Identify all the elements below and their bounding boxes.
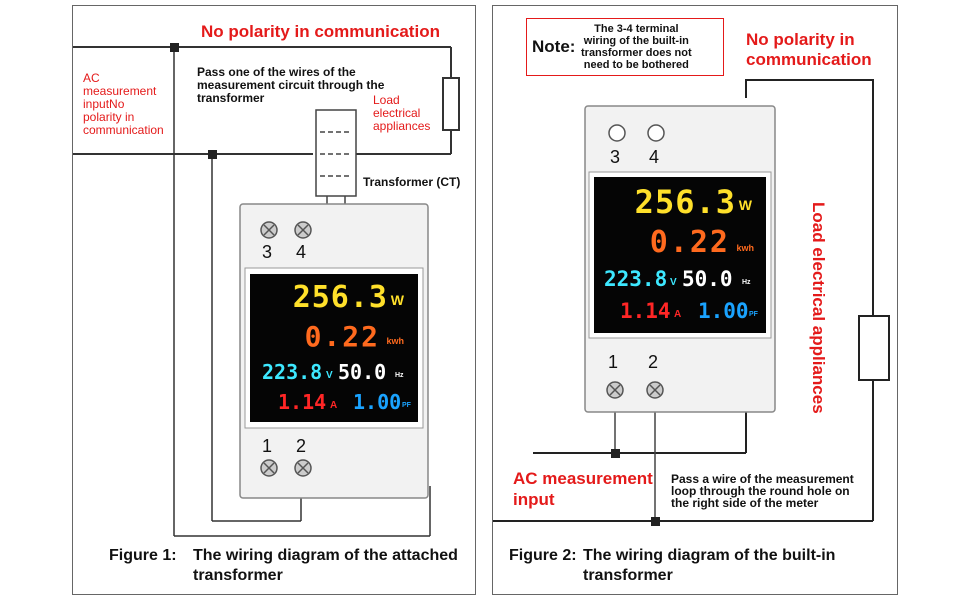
voltage-reading-2: 223.8	[604, 267, 668, 291]
load-label-2: Load electrical appliances	[809, 202, 828, 414]
load-label-1: Load electrical appliances	[373, 93, 431, 133]
figure-2-caption: The wiring diagram of the built-in trans…	[583, 547, 836, 584]
pf-reading-2: 1.00	[698, 299, 749, 323]
terminal-screw-1-fig2	[606, 381, 624, 399]
terminal-hole-3	[608, 124, 626, 142]
figure-1-caption: The wiring diagram of the attached trans…	[193, 547, 458, 584]
note-text: The 3-4 terminal wiring of the built-in …	[581, 23, 692, 71]
figure-2-title: No polarity in communication	[746, 30, 872, 69]
ac-measurement-label-1: AC measurement inputNo polarity in commu…	[83, 71, 164, 137]
meter-display-1: 256.3 W 0.22 kwh 223.8 V 50.0 Hz 1.14 A …	[250, 274, 418, 422]
pf-reading: 1.00	[353, 390, 402, 414]
voltage-unit-2: V	[670, 277, 677, 288]
current-reading: 1.14	[278, 390, 327, 414]
figure-1-caption-prefix: Figure 1:	[109, 547, 177, 564]
frequency-unit: Hz	[395, 372, 404, 379]
terminal-label-2-fig2: 2	[648, 352, 659, 372]
current-unit-2: A	[674, 309, 682, 320]
pass-wire-text-2: Pass a wire of the measurement loop thro…	[671, 472, 854, 510]
transformer-label: Transformer (CT)	[363, 175, 461, 189]
power-unit: W	[390, 292, 404, 308]
ac-measurement-label-2: AC measurement input	[513, 469, 653, 509]
terminal-screw-3	[260, 221, 278, 239]
frequency-unit-2: Hz	[742, 279, 751, 286]
frequency-reading: 50.0	[338, 360, 387, 384]
terminal-screw-2-fig2	[646, 381, 664, 399]
pf-unit-2: PF	[749, 311, 758, 318]
current-unit: A	[330, 400, 338, 411]
terminal-label-1: 1	[262, 436, 273, 456]
pf-unit: PF	[402, 402, 411, 409]
figure-2-panel: Load electrical appliances 256.3 W 0.22 …	[492, 5, 898, 595]
terminal-label-3: 3	[262, 242, 273, 262]
figure-2-caption-prefix: Figure 2:	[509, 547, 577, 564]
terminal-label-4: 4	[296, 242, 307, 262]
voltage-reading: 223.8	[262, 360, 323, 384]
energy-unit-2: kwh	[736, 243, 754, 253]
figure-1-panel: 256.3 W 0.22 kwh 223.8 V 50.0 Hz 1.14 A …	[72, 5, 476, 595]
energy-reading-2: 0.22	[649, 225, 730, 260]
current-reading-2: 1.14	[620, 299, 671, 323]
figure-1-title: No polarity in communication	[201, 22, 440, 41]
power-unit-2: W	[738, 197, 752, 213]
terminal-screw-4	[294, 221, 312, 239]
terminal-label-3-fig2: 3	[610, 147, 621, 167]
power-reading-2: 256.3	[634, 183, 736, 221]
terminal-screw-1	[260, 459, 278, 477]
terminal-label-4-fig2: 4	[649, 147, 660, 167]
terminal-hole-4	[647, 124, 665, 142]
frequency-reading-2: 50.0	[682, 267, 733, 291]
terminal-screw-2	[294, 459, 312, 477]
meter-display-2: 256.3 W 0.22 kwh 223.8 V 50.0 Hz 1.14 A …	[594, 177, 766, 333]
energy-unit: kwh	[386, 336, 404, 346]
terminal-label-2: 2	[296, 436, 307, 456]
voltage-unit: V	[326, 370, 333, 381]
note-box: Note: The 3-4 terminal wiring of the bui…	[526, 18, 724, 76]
transformer-ct	[315, 109, 357, 197]
energy-reading: 0.22	[304, 320, 380, 353]
note-label: Note:	[532, 37, 576, 56]
pass-wire-text-1: Pass one of the wires of the measurement…	[197, 65, 385, 105]
power-reading: 256.3	[292, 280, 388, 315]
terminal-label-1-fig2: 1	[608, 352, 619, 372]
